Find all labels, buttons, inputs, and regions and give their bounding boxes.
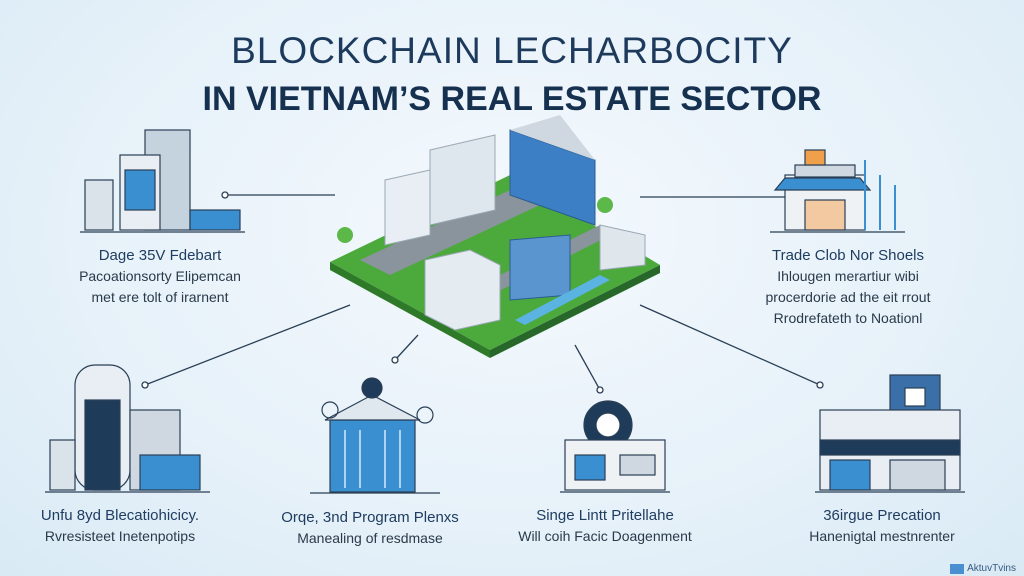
- section-text: Rrodrefateth to Noationl: [773, 310, 923, 326]
- gear-factory-icon: [560, 400, 670, 493]
- section-text: Hanenigtal mestnrenter: [809, 528, 955, 544]
- section-text: Pacoationsorty Elipemcan: [79, 268, 241, 284]
- section-text: Will coih Facic Doagenment: [518, 528, 692, 544]
- data-center-icon: [45, 364, 210, 493]
- section-heading: Unfu 8yd Blecatiohicicy.: [40, 507, 200, 524]
- section-heading: 36irgue Precation: [823, 507, 941, 524]
- section-top-right: Trade Clob Nor Shoels Ihlougen merartiur…: [718, 245, 978, 329]
- section-text: Manealing of resdmase: [297, 530, 443, 546]
- section-bottom-2: Orqe, 3nd Program Plenxs Manealing of re…: [240, 507, 500, 549]
- government-building-icon: [310, 377, 440, 494]
- section-text: procerdorie ad the eit rrout: [765, 289, 931, 305]
- watermark-text: AktuvTvins: [967, 563, 1016, 574]
- section-top-left: Dage 35V Fdebart Pacoationsorty Elipemca…: [30, 245, 290, 308]
- section-text: Ihlougen merartiur wibi: [777, 268, 919, 284]
- section-heading: Dage 35V Fdebart: [98, 247, 222, 264]
- section-heading: Trade Clob Nor Shoels: [771, 247, 924, 264]
- section-bottom-4: 36irgue Precation Hanenigtal mestnrenter: [752, 505, 1012, 547]
- shop-building-icon: [815, 374, 965, 493]
- section-bottom-3: Singe Lintt Pritellahe Will coih Facic D…: [475, 505, 735, 547]
- section-text: met ere tolt of irarnent: [91, 289, 229, 305]
- title-line-2: IN VIETNAM’S REAL ESTATE SECTOR: [202, 80, 822, 118]
- title-line-1: BLOCKCHAIN LECHARBOCITY: [231, 30, 793, 71]
- watermark: AktuvTvins: [950, 563, 1016, 574]
- storefront-icon: [770, 149, 905, 233]
- section-bottom-1: Unfu 8yd Blecatiohicicy. Rvresisteet Ine…: [0, 505, 250, 547]
- section-heading: Orqe, 3nd Program Plenxs: [281, 509, 459, 526]
- watermark-logo-icon: [950, 563, 965, 574]
- section-heading: Singe Lintt Pritellahe: [536, 507, 674, 524]
- section-text: Rvresisteet Inetenpotips: [44, 528, 196, 544]
- isometric-city-illustration: [330, 115, 660, 358]
- server-building-icon: [80, 129, 245, 233]
